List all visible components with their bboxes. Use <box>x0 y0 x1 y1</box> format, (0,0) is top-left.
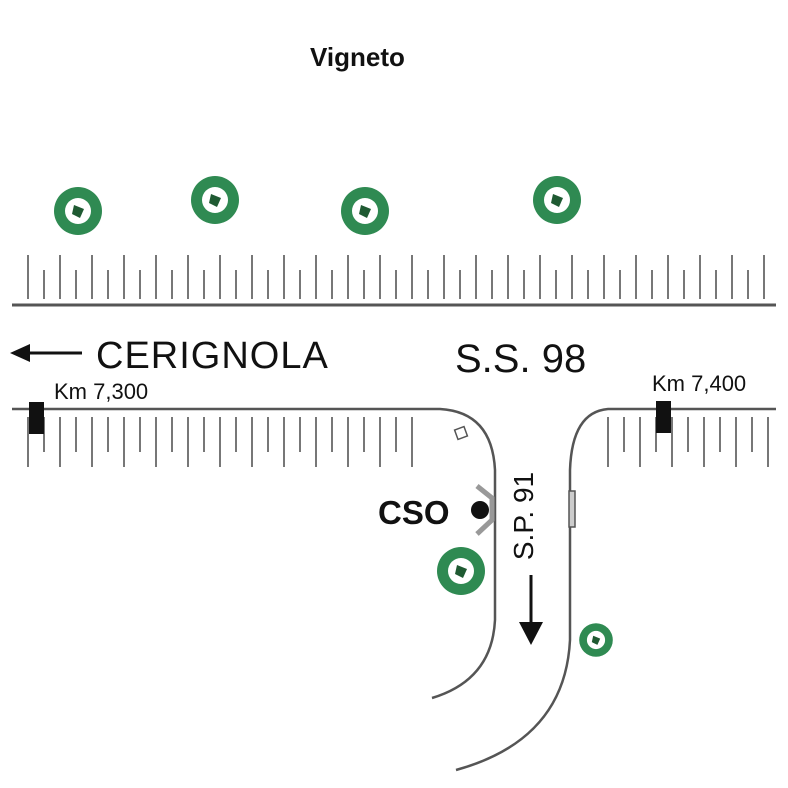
km-left-label: Km 7,300 <box>54 379 149 404</box>
tree-icon <box>191 176 239 224</box>
road-edge-lower-left <box>12 407 497 700</box>
tree-icon <box>437 547 485 595</box>
tree-icon <box>341 187 389 235</box>
km-marker-icon <box>29 402 44 434</box>
vineyard-row-top <box>27 255 765 299</box>
tree-icon <box>579 623 613 657</box>
arrow-icon <box>10 344 82 362</box>
tree-icon <box>533 176 581 224</box>
station-label: CSO <box>378 494 450 531</box>
km-right-label: Km 7,400 <box>652 371 747 396</box>
station-dot-icon <box>471 501 489 519</box>
sign-icon <box>453 425 469 441</box>
guardrail-icon <box>475 484 495 536</box>
vineyard-row-bottom-left <box>27 417 413 467</box>
destination-label: CERIGNOLA <box>96 335 329 377</box>
tree-icon <box>54 187 102 235</box>
km-marker-icon <box>656 401 671 433</box>
main-road-label: S.S. 98 <box>455 337 587 381</box>
side-road-label: S.P. 91 <box>508 471 539 561</box>
vineyard-row-bottom-right <box>607 417 769 467</box>
road-edge-lower-right <box>455 407 776 772</box>
sign-icon <box>568 490 576 528</box>
area-label: Vigneto <box>310 42 405 72</box>
arrow-icon <box>519 575 543 645</box>
